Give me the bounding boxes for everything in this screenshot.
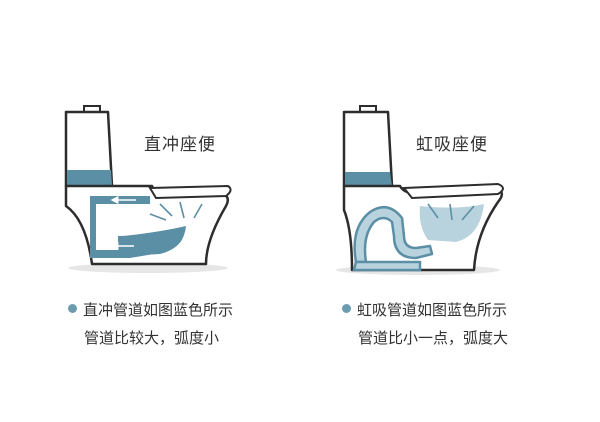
siphon-toilet	[336, 105, 504, 275]
right-caption: 虹吸管道如图蓝色所示 管道比小一点，弧度大	[342, 296, 508, 352]
rim-arrows	[427, 203, 475, 221]
tank-water	[345, 172, 392, 186]
right-title: 虹吸座便	[416, 135, 488, 155]
right-caption-line2: 管道比小一点，弧度大	[358, 329, 509, 347]
siphon-pipe	[353, 205, 434, 264]
bowl-water	[124, 226, 186, 256]
rim-arrows	[149, 201, 203, 221]
direct-flush-toilet	[64, 105, 232, 273]
bullet-dot-icon	[68, 304, 77, 313]
left-caption: 直冲管道如图蓝色所示 管道比较大，弧度小	[68, 296, 233, 352]
seat	[401, 182, 504, 200]
left-caption-line1: 直冲管道如图蓝色所示	[83, 301, 234, 319]
bullet-dot-icon	[342, 304, 351, 313]
right-caption-line1: 虹吸管道如图蓝色所示	[357, 301, 508, 319]
floor-shadow	[68, 263, 228, 273]
tank-water	[67, 170, 112, 186]
left-title: 直冲座便	[144, 135, 216, 155]
left-caption-line2: 管道比较大，弧度小	[84, 329, 220, 347]
seat	[148, 184, 232, 200]
flow-arrows	[96, 196, 142, 250]
siphon-outlet	[352, 260, 422, 272]
